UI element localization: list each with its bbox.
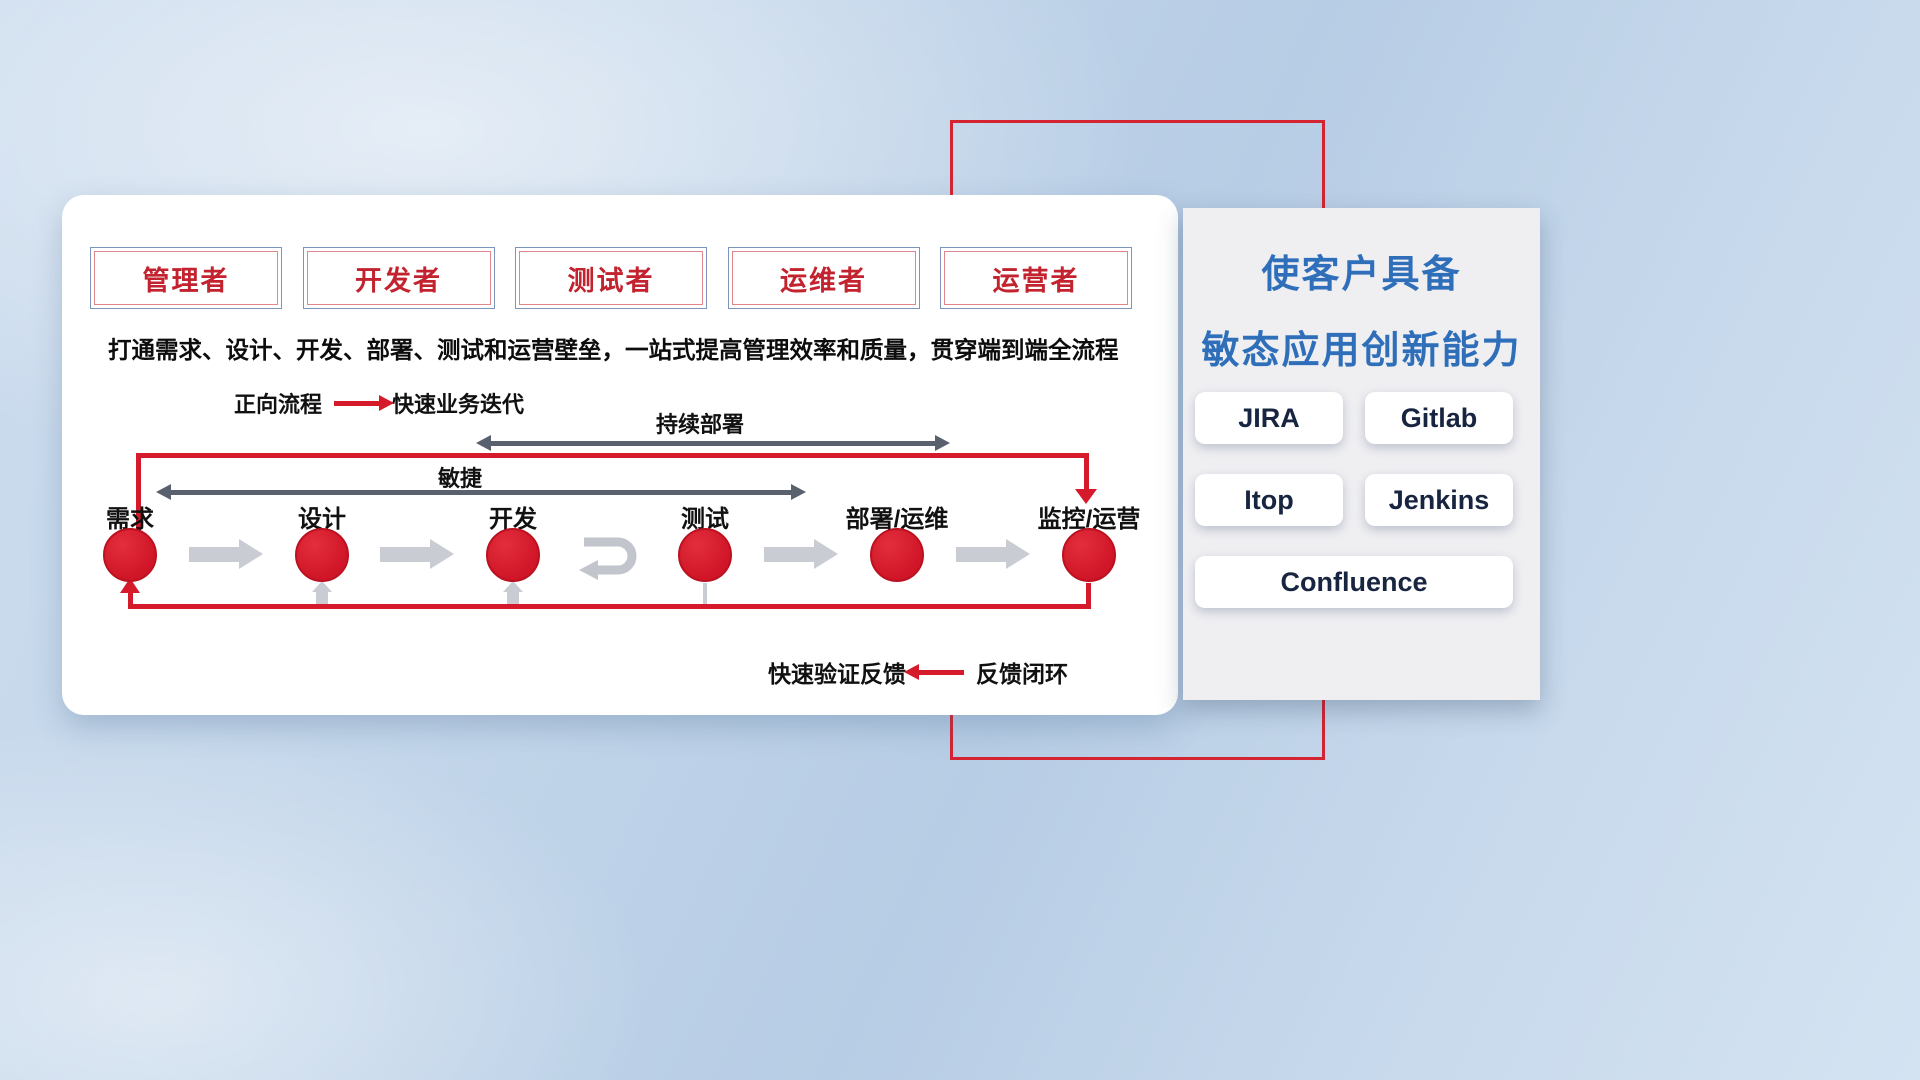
tool-chip-itop: Itop bbox=[1195, 474, 1343, 526]
flow-arrow-icon bbox=[764, 539, 838, 569]
stage-node bbox=[295, 528, 349, 582]
stage-node bbox=[870, 528, 924, 582]
tool-chip-gitlab: Gitlab bbox=[1365, 392, 1513, 444]
tool-chip-confluence: Confluence bbox=[1195, 556, 1513, 608]
stage-node bbox=[678, 528, 732, 582]
stage-node bbox=[103, 528, 157, 582]
role-label: 管理者 bbox=[142, 265, 230, 296]
rework-arrow-icon bbox=[502, 581, 524, 604]
role-label: 测试者 bbox=[567, 265, 655, 296]
forward-arrow-icon bbox=[334, 394, 395, 411]
role-label: 运营者 bbox=[992, 265, 1080, 296]
flow-arrow-icon bbox=[380, 539, 454, 569]
feedback-arrow-icon bbox=[904, 663, 964, 680]
deploy-double-arrow-icon bbox=[476, 435, 950, 451]
panel-title-line2: 敏态应用创新能力 bbox=[1201, 330, 1522, 372]
role-label: 运维者 bbox=[780, 265, 867, 296]
forward-legend-desc: 快速业务迭代 bbox=[392, 392, 525, 417]
feedback-legend-desc: 反馈闭环 bbox=[976, 661, 1068, 687]
role-box-developer: 开发者 bbox=[302, 247, 495, 309]
deploy-arrow-label: 持续部署 bbox=[655, 412, 744, 437]
flow-arrow-icon bbox=[189, 539, 263, 569]
forward-legend: 正向流程 快速业务迭代 bbox=[234, 387, 524, 419]
forward-legend-label: 正向流程 bbox=[234, 392, 323, 417]
role-box-manager: 管理者 bbox=[90, 247, 282, 309]
role-box-operator: 运营者 bbox=[940, 247, 1132, 309]
role-box-ops: 运维者 bbox=[727, 247, 920, 309]
rework-arrow-icon bbox=[311, 581, 333, 604]
forward-loop-line bbox=[1084, 453, 1089, 491]
forward-loop-line bbox=[136, 453, 1089, 530]
role-boxes-row: 管理者 开发者 测试者 运维者 运营者 bbox=[90, 247, 1132, 309]
workflow-card: 管理者 开发者 测试者 运维者 运营者 打通需求、设计、开发、部署、测试和运营壁… bbox=[62, 195, 1178, 715]
connector-line bbox=[703, 583, 707, 606]
tool-chip-jenkins: Jenkins bbox=[1365, 474, 1513, 526]
agile-double-arrow-icon bbox=[156, 484, 806, 500]
feedback-loop-arrowhead-icon bbox=[120, 578, 140, 593]
role-box-tester: 测试者 bbox=[515, 247, 707, 309]
feedback-legend: 快速验证反馈 反馈闭环 bbox=[768, 655, 1068, 689]
stage-node bbox=[1062, 528, 1116, 582]
feedback-loop-line bbox=[128, 592, 133, 606]
tool-chip-jira: JIRA bbox=[1195, 392, 1343, 444]
iteration-loop-icon bbox=[579, 537, 637, 580]
capability-panel: 使客户具备 敏态应用创新能力 JIRA Gitlab Itop Jenkins … bbox=[1183, 208, 1540, 700]
panel-title-line1: 使客户具备 bbox=[1261, 254, 1462, 296]
forward-loop-arrowhead-icon bbox=[1075, 489, 1097, 504]
agile-arrow-label: 敏捷 bbox=[437, 466, 482, 491]
flow-arrow-icon bbox=[956, 539, 1030, 569]
role-label: 开发者 bbox=[355, 265, 442, 296]
feedback-loop-line bbox=[128, 583, 1091, 609]
headline: 打通需求、设计、开发、部署、测试和运营壁垒，一站式提高管理效率和质量，贯穿端到端… bbox=[108, 337, 1119, 363]
stage-node bbox=[486, 528, 540, 582]
feedback-legend-label: 快速验证反馈 bbox=[768, 661, 906, 687]
